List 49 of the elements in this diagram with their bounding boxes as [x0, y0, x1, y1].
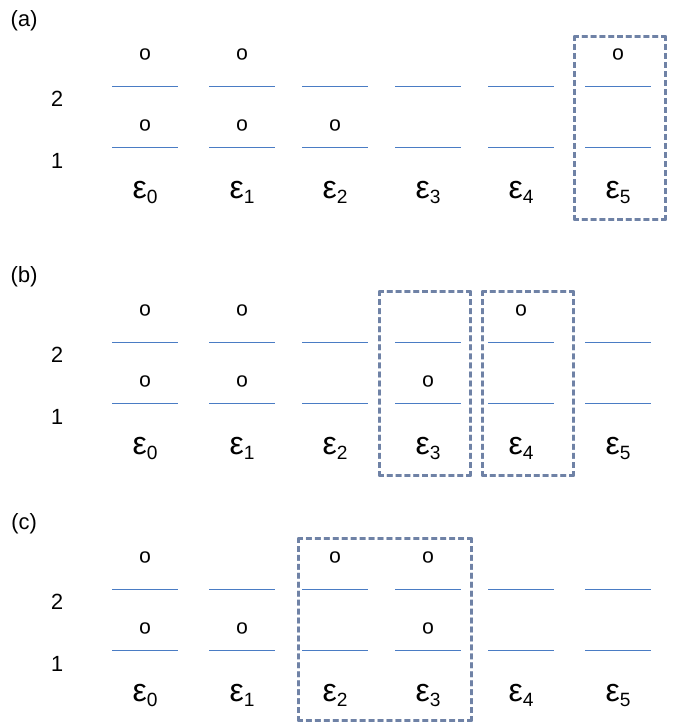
energy-label: ε$_{0}$ [132, 427, 158, 459]
level-number: 2 [50, 344, 64, 366]
particle-marker: o [329, 546, 341, 566]
particle-marker: o [139, 370, 151, 390]
energy-label: ε$_{2}$ [322, 427, 348, 459]
particle-marker: o [236, 370, 248, 390]
particle-marker: o [236, 42, 248, 64]
energy-label: ε$_{4}$ [508, 674, 534, 706]
energy-label: ε$_{0}$ [132, 674, 158, 706]
particle-marker: o [139, 616, 151, 638]
energy-label: ε$_{2}$ [322, 674, 348, 706]
panel-label: (a) [10, 8, 38, 30]
particle-marker: o [139, 42, 151, 64]
energy-label: ε$_{4}$ [508, 171, 534, 203]
particle-marker: o [612, 42, 624, 64]
particle-marker: o [139, 298, 151, 320]
energy-label: ε$_{3}$ [416, 674, 440, 706]
particle-marker: o [139, 114, 151, 134]
particle-marker: o [422, 370, 434, 390]
particle-marker: o [422, 616, 434, 638]
particle-marker: o [236, 616, 248, 638]
energy-label: ε$_{1}$ [230, 427, 254, 459]
particle-marker: o [236, 114, 248, 134]
level-number: 2 [50, 88, 64, 110]
energy-label: ε$_{5}$ [606, 171, 630, 203]
particle-marker: o [422, 546, 434, 566]
level-number: 2 [50, 591, 64, 613]
energy-label: ε$_{5}$ [606, 674, 630, 706]
level-number: 1 [50, 150, 64, 172]
energy-label: ε$_{3}$ [416, 427, 440, 459]
particle-marker: o [236, 298, 248, 320]
particle-marker: o [139, 546, 151, 566]
energy-label: ε$_{5}$ [606, 427, 630, 459]
dashed-box [378, 290, 472, 477]
particle-marker: o [515, 298, 527, 320]
panel-label: (b) [10, 264, 38, 286]
level-number: 1 [50, 406, 64, 428]
energy-label: ε$_{2}$ [322, 171, 348, 203]
panel-label: (c) [11, 511, 37, 533]
dashed-box [297, 537, 473, 722]
energy-label: ε$_{1}$ [230, 171, 254, 203]
dashed-box [481, 290, 575, 477]
energy-label: ε$_{3}$ [416, 171, 440, 203]
energy-label: ε$_{4}$ [508, 427, 534, 459]
energy-label: ε$_{0}$ [132, 171, 158, 203]
particle-marker: o [329, 114, 341, 134]
dashed-box [573, 35, 667, 221]
level-number: 1 [50, 653, 64, 675]
energy-label: ε$_{1}$ [230, 674, 254, 706]
